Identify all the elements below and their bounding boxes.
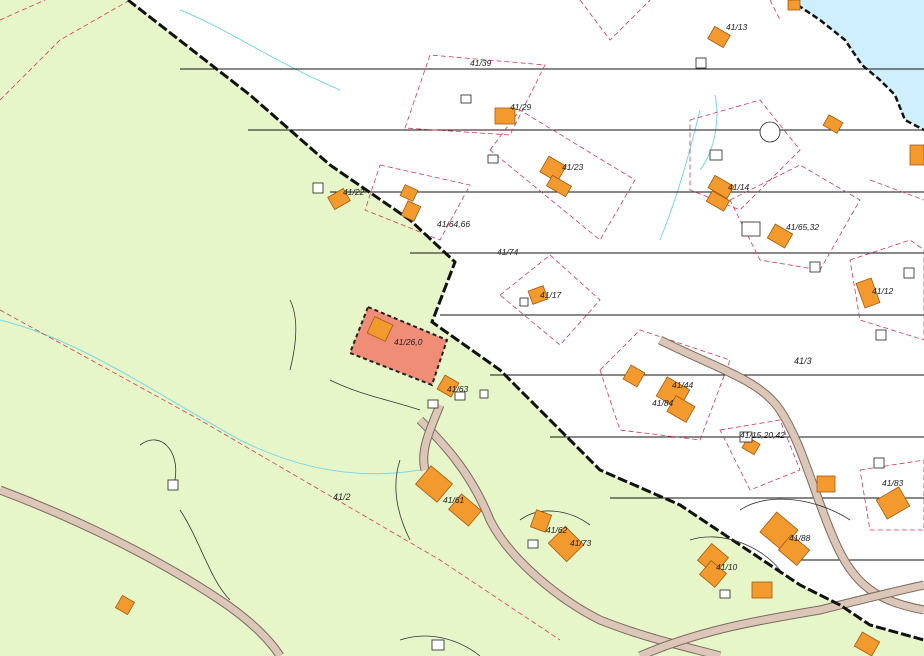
parcel-label-41-65-32: 41/65,32 bbox=[786, 222, 819, 232]
parcel-label-41-84: 41/84 bbox=[652, 398, 674, 408]
parcel-label-41-63: 41/63 bbox=[447, 384, 469, 394]
parcel-lines bbox=[0, 0, 924, 641]
parcel-label-41-17: 41/17 bbox=[540, 290, 562, 300]
parcel-label-41-10: 41/10 bbox=[716, 562, 738, 572]
buildings bbox=[114, 0, 924, 656]
parcel-label-41-39: 41/39 bbox=[470, 58, 492, 68]
parcel-label-41-83: 41/83 bbox=[882, 478, 904, 488]
shoreline bbox=[789, 0, 924, 132]
parcel-label-41-15-20-42: 41/15,20,42 bbox=[740, 430, 785, 440]
parcel-label-41-23: 41/23 bbox=[562, 162, 584, 172]
parcel-label-41-88: 41/88 bbox=[789, 533, 811, 543]
misc-features bbox=[139, 299, 851, 656]
parcel-label-41-12: 41/12 bbox=[872, 286, 894, 296]
parcel-label-41-26: 41/26,0 bbox=[394, 337, 423, 347]
parcel-label-41-62: 41/62 bbox=[546, 525, 568, 535]
parcel-label-41-61: 41/61 bbox=[443, 495, 465, 505]
parcel-label-41-29: 41/29 bbox=[510, 102, 532, 112]
parcel-label-41-14: 41/14 bbox=[728, 182, 750, 192]
parcel-label-41-2: 41/2 bbox=[333, 492, 351, 502]
parcel-label-41-3: 41/3 bbox=[794, 356, 812, 366]
creeks bbox=[0, 9, 718, 475]
water-area bbox=[790, 0, 924, 130]
parcel-label-41-44: 41/44 bbox=[672, 380, 694, 390]
roads bbox=[0, 335, 924, 656]
parcel-label-41-22: 41/22 bbox=[343, 187, 365, 197]
parcel-labels: 41/39 41/13 41/29 41/23 41/14 41/22 41/64,66 41… bbox=[333, 22, 904, 572]
parcel-label-41-74: 41/74 bbox=[497, 247, 519, 257]
outbuildings bbox=[167, 57, 915, 651]
grid-lines bbox=[180, 68, 924, 561]
property-boundary bbox=[127, 0, 924, 642]
parcel-label-41-64-66: 41/64,66 bbox=[437, 219, 470, 229]
parcel-label-41-13: 41/13 bbox=[726, 22, 748, 32]
parcel-label-41-73: 41/73 bbox=[570, 538, 592, 548]
